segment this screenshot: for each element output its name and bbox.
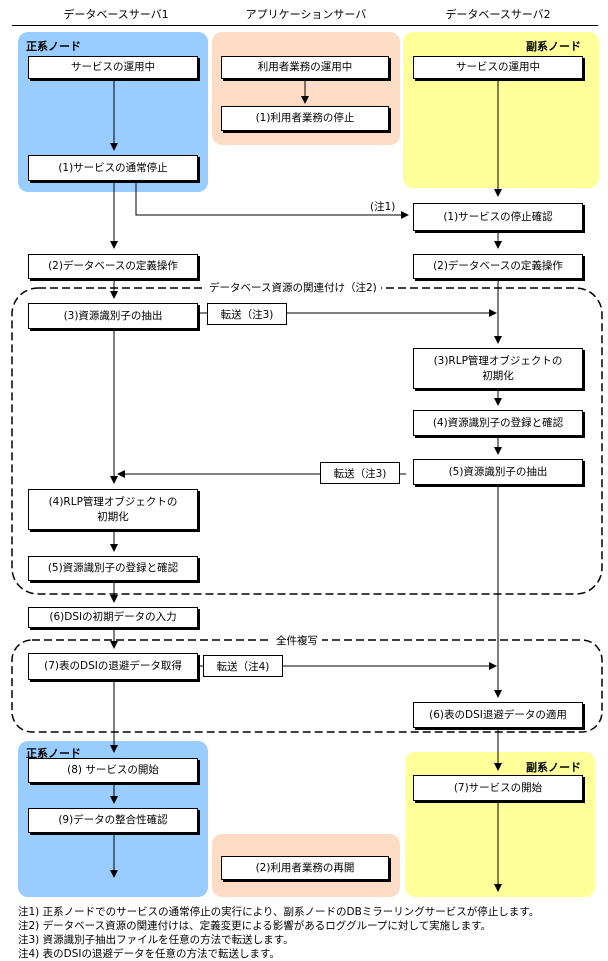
db1-normal-stop-box: (1)サービスの通常停止	[28, 155, 198, 181]
footnote-1: 注1) 正系ノードでのサービスの通常停止の実行により、副系ノードのDBミラーリン…	[18, 906, 540, 918]
footnote-4: 注4) 表のDSIの退避データを任意の方法で転送します。	[18, 948, 280, 960]
db1-dsi-input-box: (6)DSIの初期データの入力	[28, 607, 198, 628]
db2-service-running-box: サービスの運用中	[413, 56, 583, 79]
resource-association-label: データベース資源の関連付け（注2)	[205, 280, 381, 295]
primary-node-label-bottom: 正系ノード	[26, 747, 81, 760]
app-operation-running-box: 利用者業務の運用中	[221, 56, 389, 79]
db1-define-box: (2)データベースの定義操作	[28, 254, 198, 279]
secondary-node-label-top: 副系ノード	[526, 40, 581, 53]
transfer-note3-label-b: 転送（注3)	[320, 462, 400, 484]
db1-service-start-box: (8) サービスの開始	[28, 758, 198, 783]
footnote-2: 注2) データベース資源の関連付けは、定義変更による影響があるロググループに対し…	[18, 920, 492, 932]
db2-rlp-init-box: (3)RLP管理オブジェクトの 初期化	[413, 348, 583, 389]
db2-register-box: (4)資源識別子の登録と確認	[413, 410, 583, 436]
transfer-note3-label-a: 転送（注3)	[207, 303, 287, 325]
full-copy-label: 全件複写	[272, 633, 322, 648]
db2-stop-confirm-box: (1)サービスの停止確認	[413, 203, 583, 231]
header-app-server: アプリケーションサーバ	[245, 8, 367, 21]
db1-integrity-check-box: (9)データの整合性確認	[28, 808, 198, 833]
db2-dsi-apply-box: (6)表のDSI退避データの適用	[413, 702, 583, 728]
transfer-note4-label: 転送（注4)	[203, 655, 283, 677]
header-db-server-2: データベースサーバ2	[445, 8, 551, 21]
db2-define-box: (2)データベースの定義操作	[413, 254, 583, 279]
note1-reference-label: (注1)	[370, 201, 396, 213]
primary-node-label-top: 正系ノード	[26, 40, 81, 53]
secondary-node-label-bottom: 副系ノード	[526, 761, 581, 774]
app-operation-resume-box: (2)利用者業務の再開	[221, 856, 389, 880]
app-operation-stop-box: (1)利用者業務の停止	[221, 106, 389, 131]
header-db-server-1: データベースサーバ1	[63, 8, 169, 21]
db2-service-start-box: (7)サービスの開始	[413, 775, 583, 801]
db2-extract-box: (5)資源識別子の抽出	[413, 459, 583, 485]
footnote-3: 注3) 資源識別子抽出ファイルを任意の方法で転送します。	[18, 934, 294, 946]
db1-register-box: (5)資源識別子の登録と確認	[28, 556, 198, 581]
db1-service-running-box: サービスの運用中	[28, 56, 198, 79]
db1-dsi-backup-box: (7)表のDSIの退避データ取得	[28, 653, 198, 680]
db1-extract-box: (3)資源識別子の抽出	[28, 303, 198, 329]
full-copy-dashed-group	[11, 639, 603, 733]
db1-rlp-init-box: (4)RLP管理オブジェクトの 初期化	[28, 489, 198, 530]
resource-association-dashed-group	[11, 287, 603, 595]
header-divider	[12, 25, 598, 26]
